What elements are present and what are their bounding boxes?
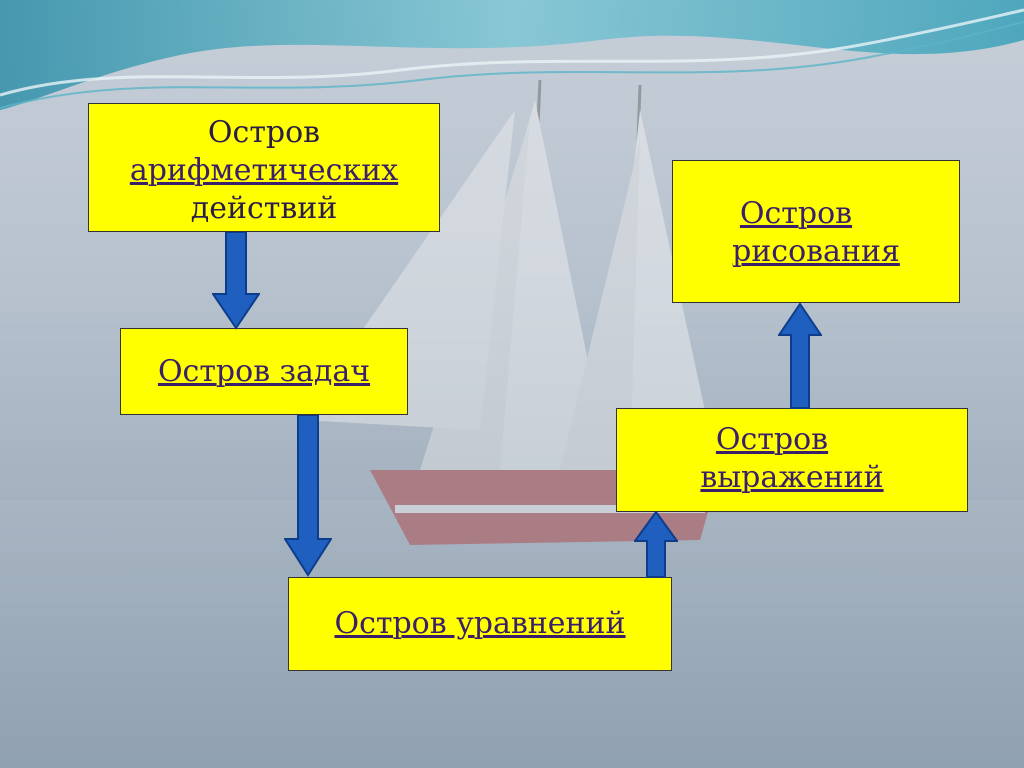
island-drawing-link-line1[interactable]: Остров (739, 196, 853, 231)
island-drawing-label: Остров рисования (732, 195, 900, 302)
island-drawing-box: Остров рисования (672, 160, 960, 303)
island-expressions-link-line1[interactable]: Остров (715, 422, 829, 457)
arrow-down-icon (212, 232, 260, 330)
island-arithmetic-box: Остров арифметических действий (88, 103, 440, 232)
island-arithmetic-link[interactable]: арифметических (129, 153, 399, 188)
island-equations-link[interactable]: Остров уравнений (334, 606, 626, 641)
island-arithmetic-line3: действий (190, 191, 338, 226)
arrow-down-icon (284, 415, 332, 577)
island-problems-box: Остров задач (120, 328, 408, 415)
island-drawing-link-line2[interactable]: рисования (732, 234, 900, 269)
arrow-up-icon (634, 511, 678, 578)
island-equations-box: Остров уравнений (288, 577, 672, 671)
island-expressions-box: Остров выражений (616, 408, 968, 512)
island-arithmetic-label: Остров арифметических действий (130, 114, 398, 231)
island-expressions-link-line2[interactable]: выражений (700, 460, 884, 495)
island-expressions-label: Остров выражений (700, 421, 883, 511)
island-problems-link[interactable]: Остров задач (157, 353, 371, 389)
arrow-up-icon (778, 303, 822, 409)
island-arithmetic-line1: Остров (207, 115, 321, 150)
